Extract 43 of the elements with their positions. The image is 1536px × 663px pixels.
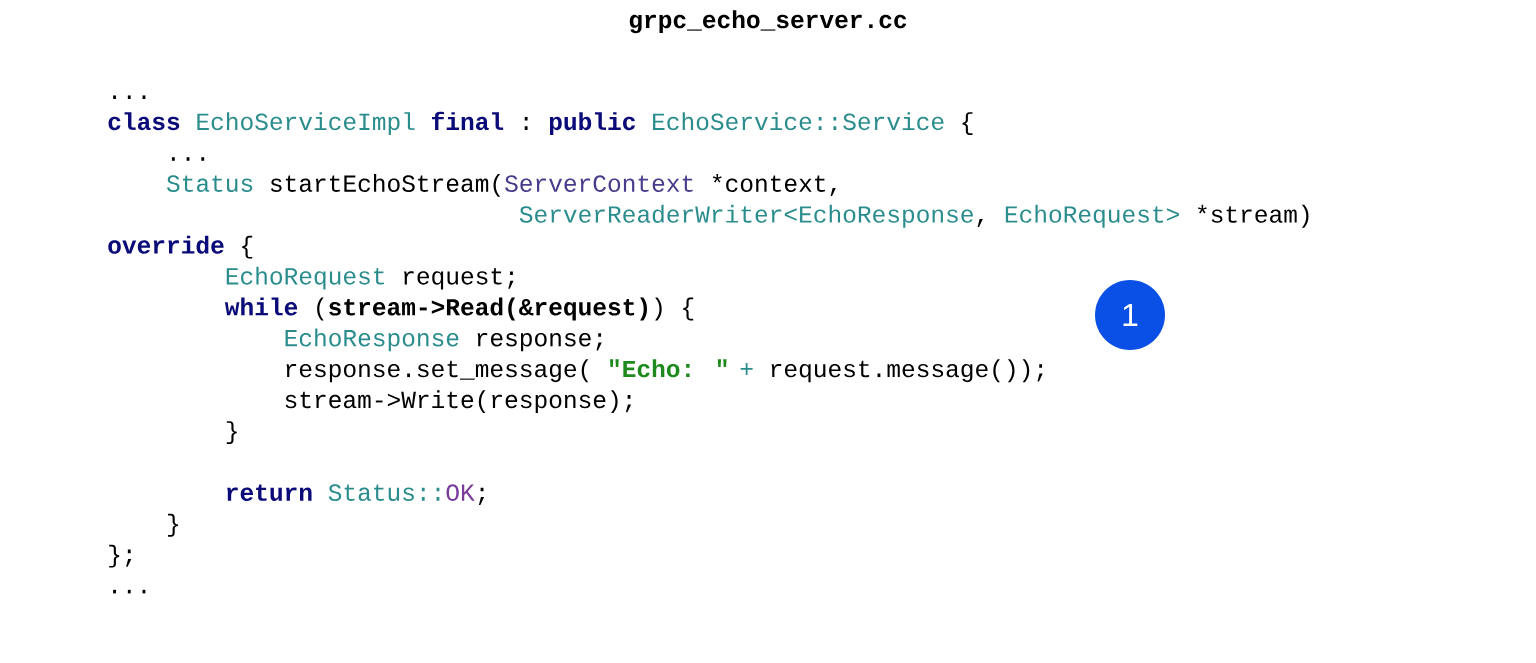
code-text: "Echo: " xyxy=(610,359,727,378)
code-text: ... xyxy=(171,157,205,161)
code-text: *context, xyxy=(712,173,836,197)
code-text: stream->Write(response); xyxy=(285,390,632,414)
code-text: { xyxy=(683,297,694,321)
code-text: + xyxy=(740,362,753,375)
code-text: ; xyxy=(478,487,485,506)
file-name-title: grpc_echo_server.cc xyxy=(629,10,907,34)
code-text: ... xyxy=(113,95,146,99)
code-text: startEchoStream( xyxy=(270,173,501,197)
code-text: ServerReaderWriter<EchoResponse xyxy=(519,204,973,228)
code-text: EchoService::Service xyxy=(653,112,944,131)
code-text: *stream) xyxy=(1197,204,1309,228)
code-text: Status xyxy=(166,175,253,192)
code-text: ServerContext xyxy=(505,175,693,192)
code-text: return xyxy=(227,484,312,501)
code-text: { xyxy=(962,112,973,135)
code-text: response; xyxy=(477,333,602,352)
code-text: EchoServiceImpl xyxy=(197,112,415,135)
code-text: EchoRequest xyxy=(226,266,384,290)
callout-number: 1 xyxy=(1095,280,1165,350)
code-text: EchoResponse xyxy=(285,328,459,352)
code-text: } xyxy=(168,513,178,537)
code-text: OK xyxy=(446,484,475,501)
code-text: Status:: xyxy=(328,484,440,501)
code-text: EchoRequest> xyxy=(1005,204,1179,228)
code-text: while xyxy=(224,297,298,316)
code-text: class xyxy=(108,112,180,131)
code-text: , xyxy=(977,219,983,227)
code-text: request.message()); xyxy=(771,359,1043,383)
code-text: ... xyxy=(113,589,146,594)
code-text: final xyxy=(432,111,504,131)
code-text: response.set_message( xyxy=(286,359,589,383)
code-text: public xyxy=(549,112,635,135)
code-text: : xyxy=(524,116,528,130)
code-text: request; xyxy=(404,268,514,290)
code-text: ) xyxy=(655,297,662,321)
code-text: }; xyxy=(109,544,132,568)
code-text: override xyxy=(108,235,224,254)
code-text: { xyxy=(242,235,253,259)
code-text: stream->Read(&request) xyxy=(329,297,647,321)
code-text: } xyxy=(226,421,237,444)
code-text: ( xyxy=(317,297,324,321)
